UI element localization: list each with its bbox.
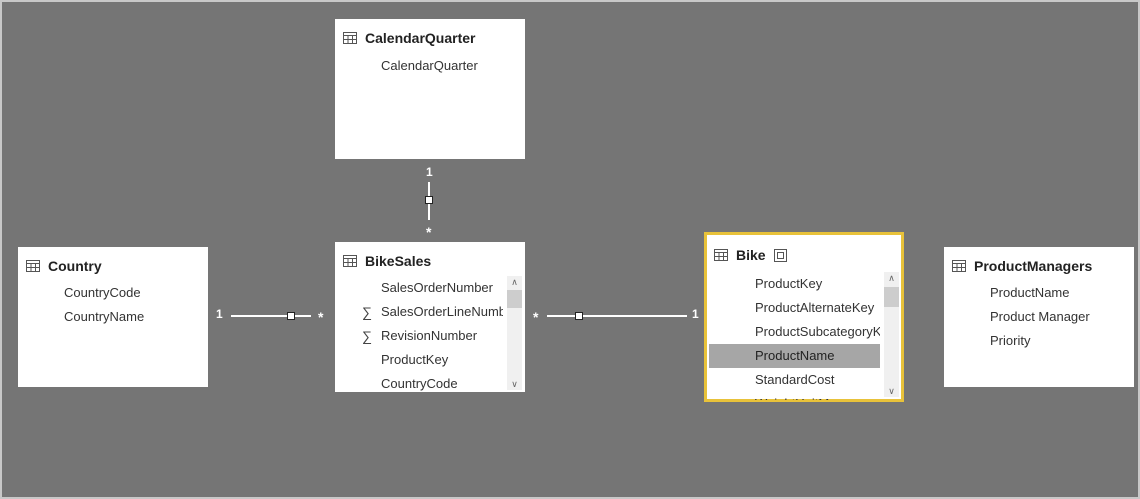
table-grid-icon [952, 260, 966, 272]
table-title: Bike [736, 247, 766, 263]
field-list: CalendarQuarter [335, 54, 525, 159]
relationship-line[interactable] [231, 315, 311, 317]
table-grid-icon [343, 32, 357, 44]
field-item[interactable]: CountryCode [335, 372, 503, 392]
filter-direction-icon [575, 312, 583, 320]
field-item[interactable]: CountryName [64, 309, 145, 324]
cardinality-many-label: * [533, 309, 539, 325]
field-item[interactable]: Product Manager [990, 309, 1090, 324]
filter-direction-icon [425, 196, 433, 204]
field-item[interactable]: ∑ RevisionNumber [335, 324, 503, 348]
scroll-down-arrow-icon[interactable]: ∨ [511, 379, 518, 389]
scroll-down-arrow-icon[interactable]: ∨ [888, 386, 895, 396]
cardinality-one-label: 1 [216, 307, 223, 321]
field-item[interactable]: ProductSubcategoryK [755, 324, 880, 339]
table-card-header[interactable]: Bike [714, 244, 894, 266]
field-list: CountryCode CountryName [18, 281, 208, 387]
field-list: ProductName Product Manager Priority [944, 281, 1134, 387]
cardinality-many-label: * [426, 224, 432, 240]
field-item[interactable]: CountryCode [64, 285, 141, 300]
field-item[interactable]: ProductName [990, 285, 1070, 300]
table-card-header[interactable]: Country [26, 255, 200, 277]
field-item[interactable]: CalendarQuarter [381, 58, 478, 73]
field-label: SalesOrderLineNumb [381, 304, 503, 319]
field-item[interactable]: StandardCost [755, 372, 835, 387]
vertical-scrollbar[interactable]: ∧ ∨ [507, 276, 522, 390]
table-title: Country [48, 258, 102, 274]
field-item-selected[interactable]: ProductName [709, 344, 880, 368]
cardinality-many-label: * [318, 309, 324, 325]
table-grid-icon [714, 249, 728, 261]
scroll-thumb[interactable] [884, 287, 899, 307]
field-item[interactable]: WeightUnitMeasur [709, 392, 880, 400]
sigma-icon: ∑ [362, 328, 372, 344]
table-card-header[interactable]: BikeSales [343, 250, 517, 272]
field-label: RevisionNumber [381, 328, 478, 343]
table-card-bikesales[interactable]: BikeSales SalesOrderNumber ∑ SalesOrderL… [335, 242, 525, 392]
filter-direction-icon [287, 312, 295, 320]
table-grid-icon [343, 255, 357, 267]
table-card-header[interactable]: ProductManagers [952, 255, 1126, 277]
table-title: BikeSales [365, 253, 432, 269]
field-item[interactable]: ProductKey [335, 348, 503, 372]
field-item[interactable]: ProductAlternateKey [755, 300, 875, 315]
table-card-country[interactable]: Country CountryCode CountryName [18, 247, 208, 387]
focus-mode-icon[interactable] [773, 248, 787, 262]
table-card-productmanagers[interactable]: ProductManagers ProductName Product Mana… [944, 247, 1134, 387]
table-card-calendarquarter[interactable]: CalendarQuarter CalendarQuarter [335, 19, 525, 159]
cardinality-one-label: 1 [426, 165, 433, 179]
field-item[interactable]: ProductKey [755, 276, 823, 291]
table-title: CalendarQuarter [365, 30, 476, 46]
vertical-scrollbar[interactable]: ∧ ∨ [884, 272, 899, 397]
table-grid-icon [26, 260, 40, 272]
field-item[interactable]: ∑ SalesOrderLineNumb [335, 300, 503, 324]
sigma-icon: ∑ [362, 304, 372, 320]
field-label: CountryCode [381, 376, 458, 391]
table-card-bike[interactable]: Bike ProductKey ProductAlternateKey Prod… [704, 232, 904, 402]
cardinality-one-label: 1 [692, 307, 699, 321]
relationship-line[interactable] [547, 315, 687, 317]
field-label: SalesOrderNumber [381, 280, 493, 295]
scroll-thumb[interactable] [507, 290, 522, 308]
table-card-header[interactable]: CalendarQuarter [343, 27, 517, 49]
field-item[interactable]: Priority [990, 333, 1031, 348]
scroll-up-arrow-icon[interactable]: ∧ [511, 277, 518, 287]
field-label: ProductKey [381, 352, 449, 367]
scroll-up-arrow-icon[interactable]: ∧ [888, 273, 895, 283]
field-list: SalesOrderNumber ∑ SalesOrderLineNumb ∑ … [335, 276, 503, 392]
field-list: ProductKey ProductAlternateKey ProductSu… [709, 272, 880, 400]
table-title: ProductManagers [974, 258, 1093, 274]
field-item[interactable]: SalesOrderNumber [335, 276, 503, 300]
